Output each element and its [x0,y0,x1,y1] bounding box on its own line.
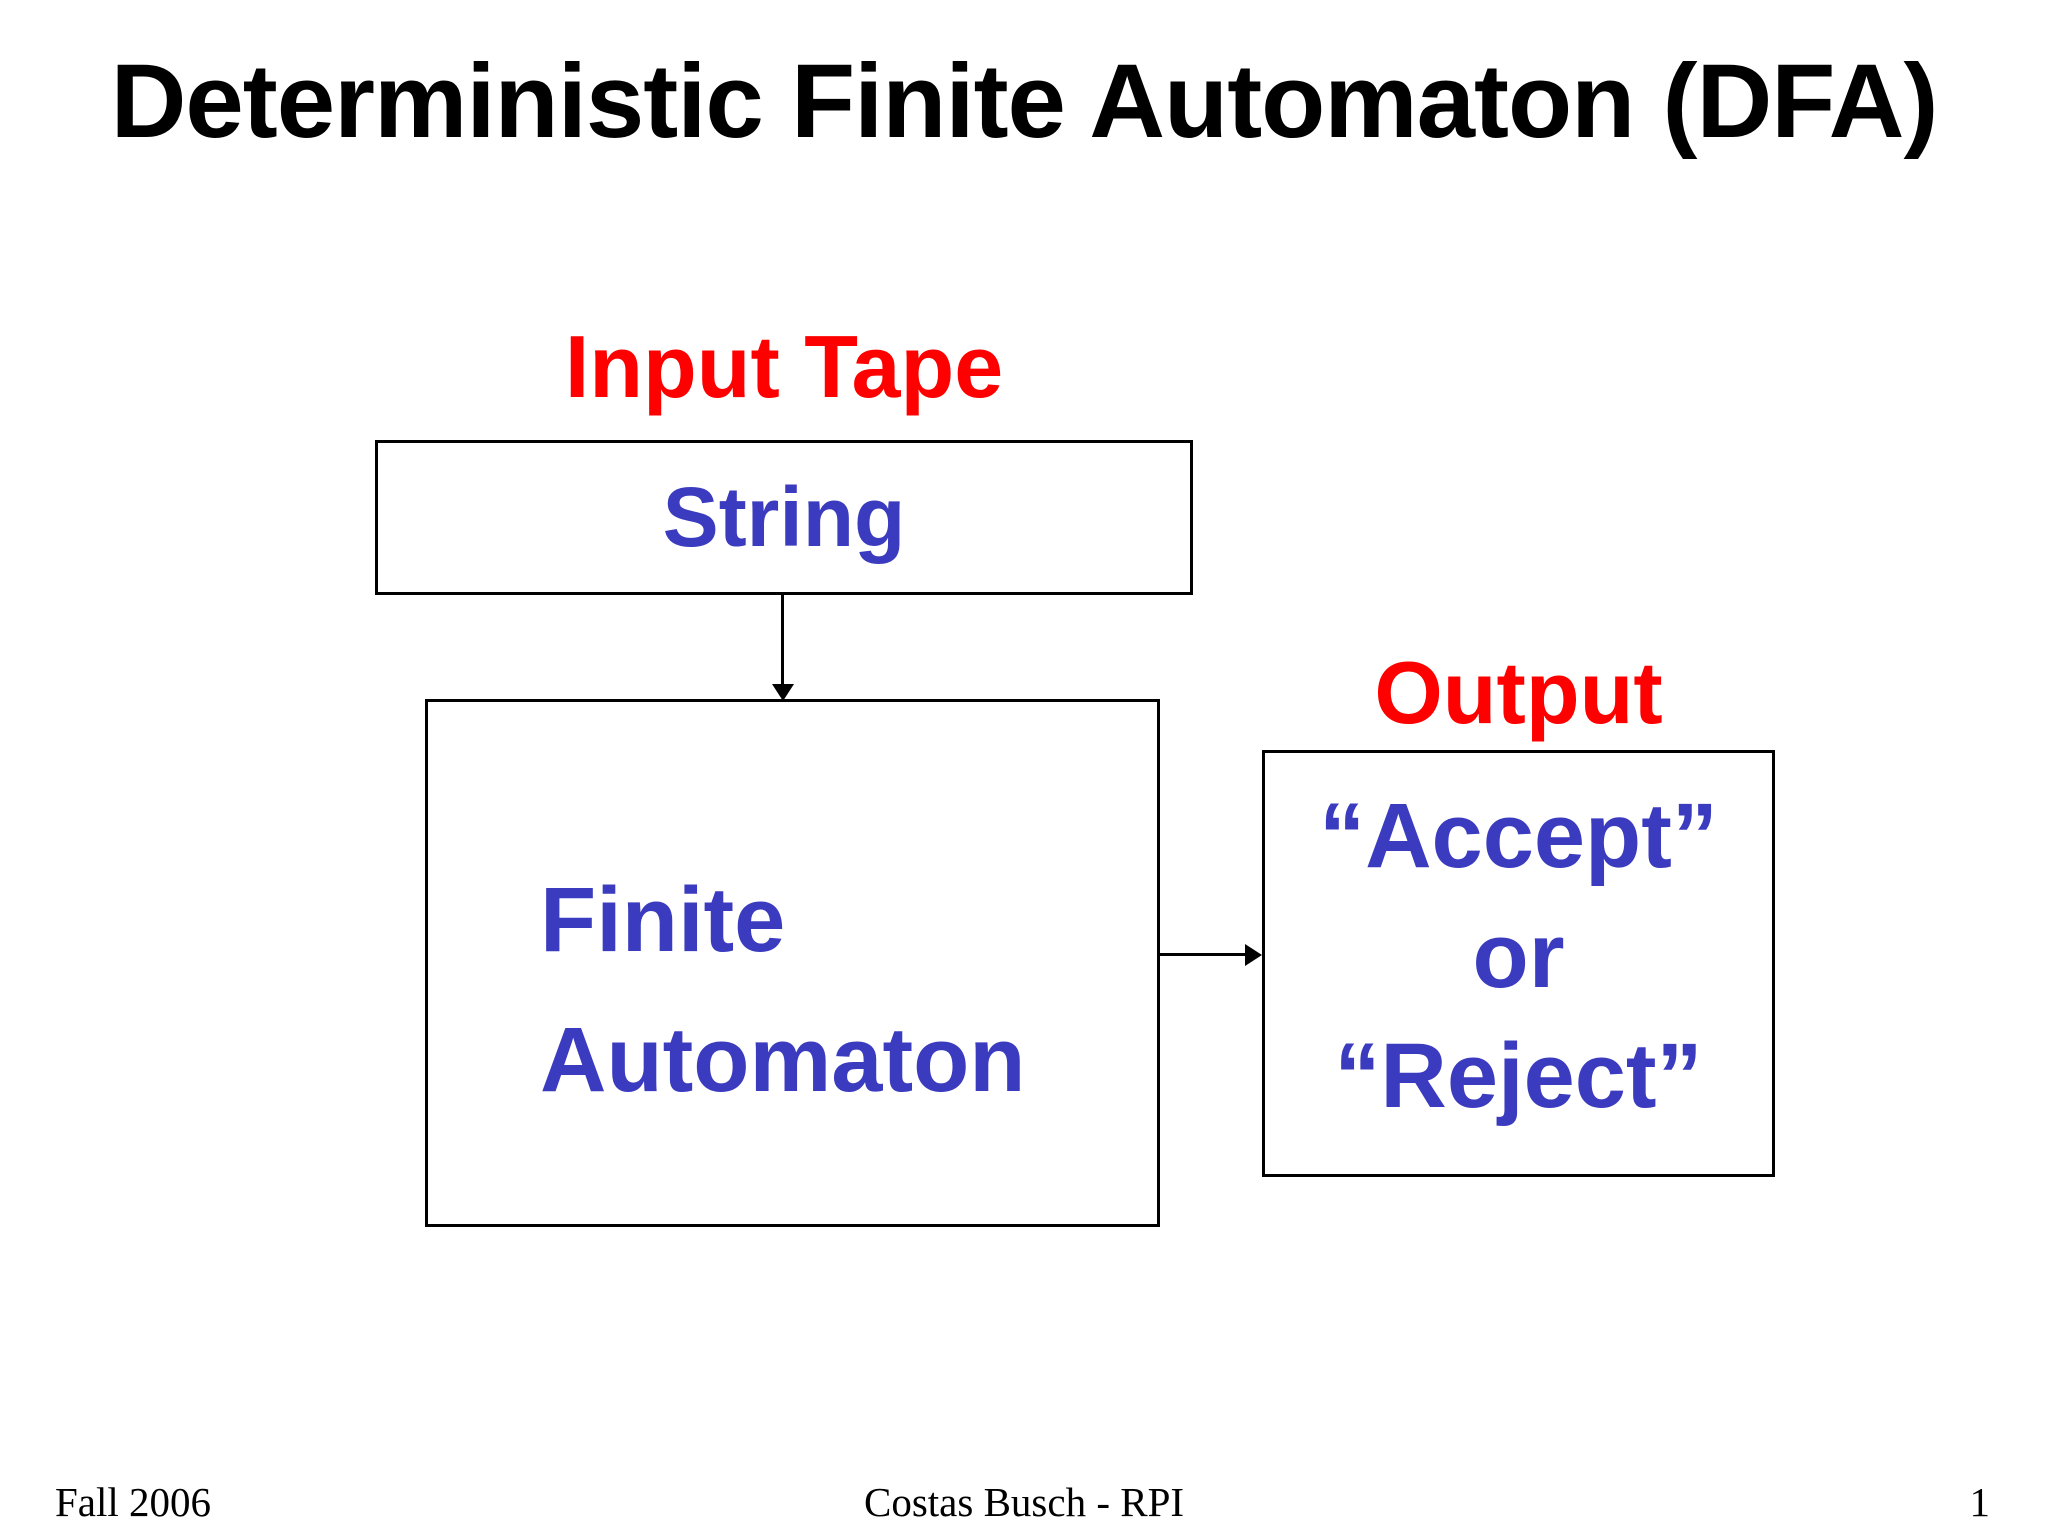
output-box [1262,750,1775,1177]
finite-automaton-box [425,699,1160,1227]
output-or-line: or [1472,905,1565,1007]
finite-automaton-label: Finite Automaton [540,850,1025,1130]
footer-page-number: 1 [1969,1479,1991,1525]
input-tape-box: String [375,440,1193,595]
output-result-text: “Accept” or “Reject” [1262,776,1775,1136]
footer-semester: Fall 2006 [55,1479,212,1525]
arrow-string-to-automaton-head [772,684,794,701]
slide-title: Deterministic Finite Automaton (DFA) [110,43,1939,160]
footer-author: Costas Busch - RPI [863,1479,1185,1525]
finite-automaton-label-line2: Automaton [540,1009,1026,1111]
string-label: String [662,470,906,564]
input-tape-label: Input Tape [564,317,1004,416]
arrow-string-to-automaton-line [781,595,784,688]
output-label: Output [1374,643,1663,742]
output-reject-line: “Reject” [1334,1025,1703,1127]
finite-automaton-label-line1: Finite [540,869,786,971]
arrow-automaton-to-output-line [1160,953,1248,956]
arrow-automaton-to-output-head [1245,944,1262,966]
output-accept-line: “Accept” [1319,785,1718,887]
